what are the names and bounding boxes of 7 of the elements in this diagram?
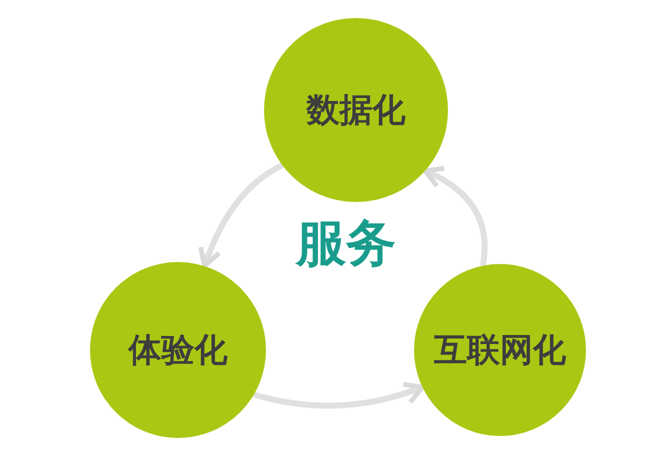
curved-arrow: [253, 382, 425, 409]
curved-arrow: [422, 166, 488, 266]
curved-arrow: [198, 162, 284, 268]
node-label: 互联网化: [434, 329, 566, 372]
node-label: 体验化: [128, 329, 228, 372]
center-label: 服务: [296, 218, 396, 268]
node-label: 数据化: [306, 89, 406, 132]
